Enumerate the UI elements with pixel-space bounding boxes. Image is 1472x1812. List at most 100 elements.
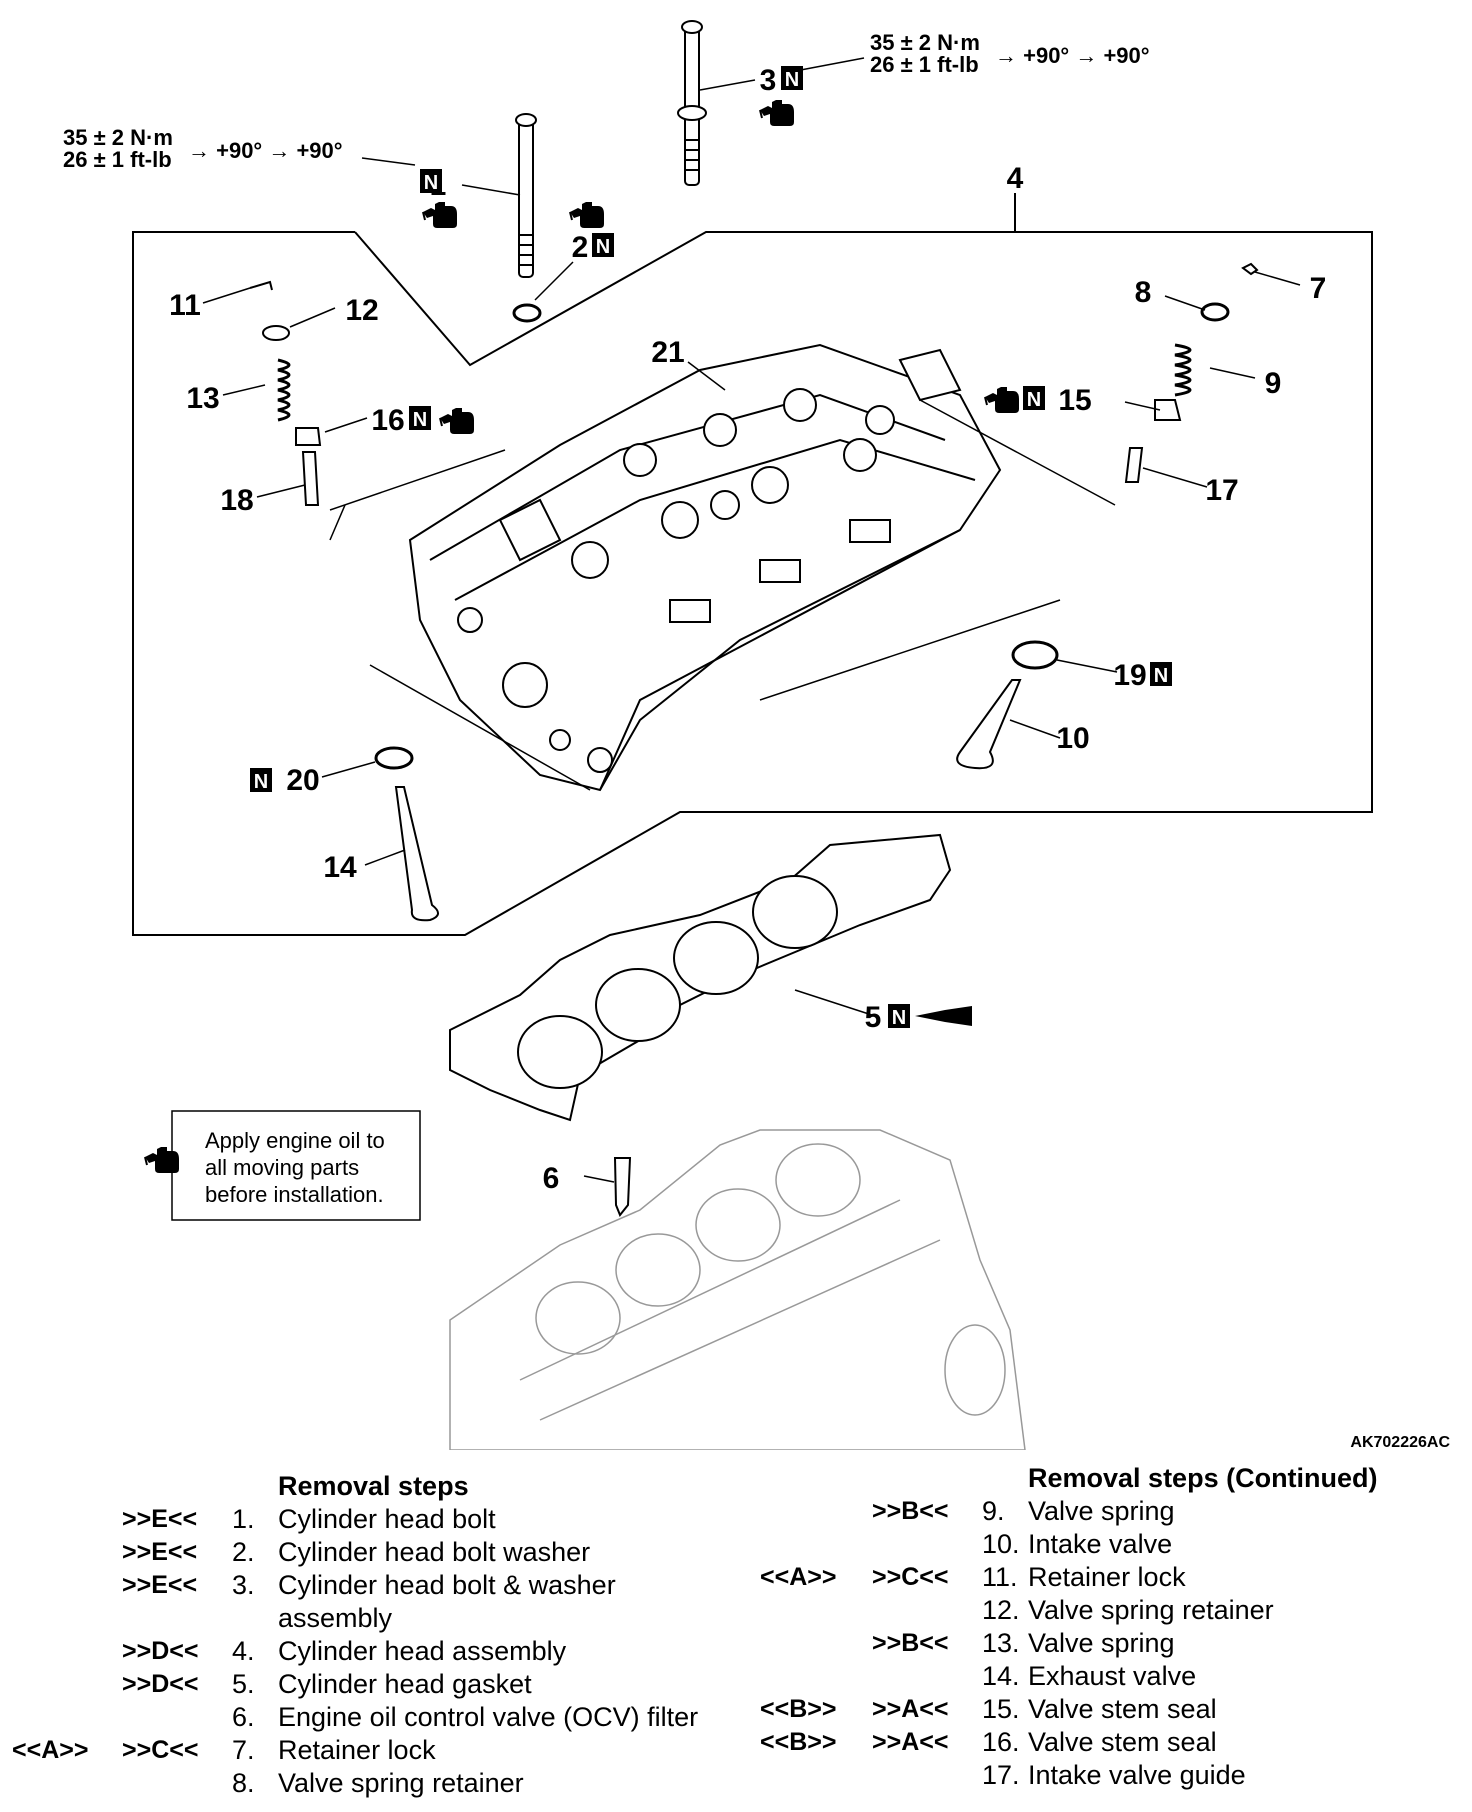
torque-bolt1-angle: → +90° → +90° bbox=[188, 138, 343, 163]
step-row: 17. Intake valve guide bbox=[740, 1759, 1472, 1792]
bolt-washer-assembly bbox=[677, 20, 707, 186]
step-number: 7. bbox=[232, 1735, 255, 1765]
callout-17: 17 bbox=[1205, 474, 1238, 507]
step-text: Valve spring bbox=[1028, 1496, 1175, 1526]
step-number: 12. bbox=[982, 1595, 1020, 1625]
figure-code: AK702226AC bbox=[1350, 1434, 1450, 1450]
step-text: Intake valve bbox=[1028, 1529, 1173, 1559]
step-install-mark: >>B<< bbox=[872, 1497, 949, 1525]
callout-13: 13 bbox=[186, 382, 219, 415]
step-number: 8. bbox=[232, 1768, 255, 1798]
torque-bolt3-nm: 35 ± 2 N·m bbox=[870, 30, 980, 55]
step-row: 12. Valve spring retainer bbox=[740, 1594, 1472, 1627]
cylinder-head-gasket bbox=[449, 833, 952, 1122]
step-number: 13. bbox=[982, 1628, 1020, 1658]
spring-retainer-12 bbox=[262, 325, 290, 341]
step-text: Retainer lock bbox=[278, 1735, 436, 1765]
cylinder-head-drawing bbox=[408, 343, 1002, 792]
step-text: Engine oil control valve (OCV) filter bbox=[278, 1702, 699, 1732]
spring-retainer-8 bbox=[1200, 302, 1230, 322]
step-reinstall-mark: <<A>> bbox=[760, 1563, 837, 1591]
left-list-title: Removal steps bbox=[278, 1471, 469, 1501]
callout-8: 8 bbox=[1135, 276, 1152, 309]
engine-block-drawing bbox=[449, 1129, 1026, 1450]
callout-18: 18 bbox=[220, 484, 253, 517]
torque-bolt3-ftlb: 26 ± 1 ft-lb bbox=[870, 52, 979, 77]
callout-10: 10 bbox=[1056, 722, 1089, 755]
step-text: Valve spring bbox=[1028, 1628, 1175, 1658]
step-text: Valve stem seal bbox=[1028, 1694, 1217, 1724]
step-text: Exhaust valve bbox=[1028, 1661, 1197, 1691]
valve-stem-seal-15 bbox=[1154, 399, 1182, 421]
step-reinstall-mark: <<B>> bbox=[760, 1728, 837, 1756]
callout-9: 9 bbox=[1265, 367, 1282, 400]
right-step-list: Removal steps (Continued) >>B<< 9. Valve s… bbox=[740, 1456, 1472, 1812]
ocv-filter bbox=[613, 1157, 632, 1217]
step-install-mark: >>A<< bbox=[872, 1695, 949, 1723]
step-row: <<A>>>>C<<11.Retainer lock bbox=[740, 1561, 1472, 1594]
step-row: 6. Engine oil control valve (OCV) filter bbox=[0, 1701, 740, 1734]
step-text: Retainer lock bbox=[1028, 1562, 1186, 1592]
step-number: 16. bbox=[982, 1727, 1020, 1757]
valve-stem-seal-20 bbox=[374, 746, 414, 770]
cylinder-head-bolt bbox=[515, 113, 537, 278]
step-text: Cylinder head gasket bbox=[278, 1669, 532, 1699]
step-text: Cylinder head bolt bbox=[278, 1504, 496, 1534]
step-row: >>B<< 9. Valve spring bbox=[740, 1495, 1472, 1528]
step-install-mark: >>D<< bbox=[122, 1637, 199, 1665]
valve-stem-seal-16 bbox=[295, 427, 322, 446]
step-text: Cylinder head assembly bbox=[278, 1636, 567, 1666]
step-row: 8.Valve spring retainer bbox=[0, 1767, 740, 1800]
step-install-mark: >>E<< bbox=[122, 1538, 198, 1566]
step-number: 17. bbox=[982, 1760, 1020, 1790]
step-row: <<A>> >>C<< 7. Retainer lock bbox=[0, 1734, 740, 1767]
step-install-mark: >>C<< bbox=[872, 1563, 949, 1591]
exhaust-valve-14 bbox=[394, 786, 439, 922]
step-number: 2. bbox=[232, 1537, 255, 1567]
step-row: >>B<<13.Valve spring bbox=[740, 1627, 1472, 1660]
step-reinstall-mark: <<A>> bbox=[12, 1736, 89, 1764]
exploded-view-diagram: N bbox=[63, 20, 1450, 1450]
callout-20: 20 bbox=[286, 764, 319, 797]
step-install-mark: >>E<< bbox=[122, 1505, 198, 1533]
retainer-lock-7 bbox=[1241, 262, 1259, 276]
step-row: >>D<<4.Cylinder head assembly bbox=[0, 1635, 740, 1668]
callout-16: 16 bbox=[371, 404, 404, 437]
step-row: >>E<< 1. Cylinder head bolt bbox=[0, 1503, 740, 1536]
callout-2: 2 bbox=[572, 231, 589, 264]
callout-12: 12 bbox=[345, 294, 378, 327]
step-reinstall-mark: <<B>> bbox=[760, 1695, 837, 1723]
callout-11: 11 bbox=[169, 289, 201, 322]
callout-21: 21 bbox=[651, 336, 684, 369]
step-row: >>E<< 2. Cylinder head bolt washer bbox=[0, 1536, 740, 1569]
step-install-mark: >>D<< bbox=[122, 1670, 199, 1698]
step-number: 3. bbox=[232, 1570, 255, 1600]
oil-note-line3: before installation. bbox=[205, 1182, 384, 1207]
step-install-mark: >>E<< bbox=[122, 1571, 198, 1599]
callout-15: 15 bbox=[1058, 384, 1091, 417]
step-number: 15. bbox=[982, 1694, 1020, 1724]
oil-note-line2: all moving parts bbox=[205, 1155, 359, 1180]
callout-3: 3 bbox=[760, 64, 777, 97]
valve-stem-seal-19 bbox=[1011, 640, 1059, 670]
callout-6: 6 bbox=[543, 1162, 560, 1195]
step-text: Cylinder head bolt & washer bbox=[278, 1570, 616, 1600]
oil-note-box: Apply engine oil to all moving parts bef… bbox=[144, 1110, 421, 1221]
step-row: assembly bbox=[0, 1602, 740, 1635]
step-text: Valve stem seal bbox=[1028, 1727, 1217, 1757]
step-text: Cylinder head bolt washer bbox=[278, 1537, 591, 1567]
step-row: <<B>>>>A<<16.Valve stem seal bbox=[740, 1726, 1472, 1759]
step-number: 6. bbox=[232, 1702, 255, 1732]
step-number: 10. bbox=[982, 1529, 1020, 1559]
step-install-mark: >>C<< bbox=[122, 1736, 199, 1764]
step-row: >>D<<5.Cylinder head gasket bbox=[0, 1668, 740, 1701]
valve-spring-13 bbox=[277, 358, 291, 422]
step-number: 1. bbox=[232, 1504, 255, 1534]
step-text: Intake valve guide bbox=[1028, 1760, 1246, 1790]
step-text: Valve spring retainer bbox=[1028, 1595, 1274, 1625]
step-number: 9. bbox=[982, 1496, 1005, 1526]
right-list-title: Removal steps (Continued) bbox=[1028, 1463, 1378, 1493]
torque-bolt1-ftlb: 26 ± 1 ft-lb bbox=[63, 147, 172, 172]
assembly-frame bbox=[132, 231, 1373, 936]
torque-bolt3-angle: → +90° → +90° bbox=[995, 43, 1150, 68]
